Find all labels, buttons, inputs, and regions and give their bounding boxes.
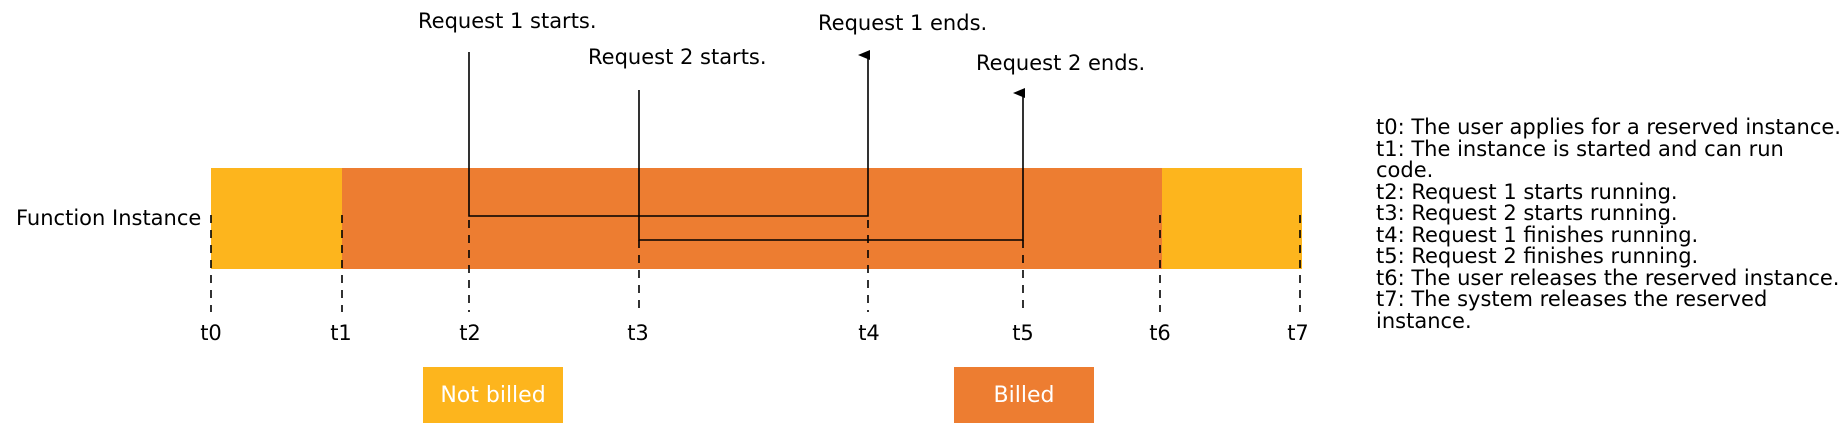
request-2-start-label: Request 2 starts. <box>588 45 767 69</box>
billed-key-label: Billed <box>993 382 1055 408</box>
legend-item-t3: t3: Request 2 starts running. <box>1376 201 1678 225</box>
legend-item-t6: t6: The user releases the reserved insta… <box>1376 265 1840 290</box>
not-billed-segment-end <box>1162 168 1302 269</box>
t6-label: t6 <box>1149 321 1171 345</box>
request-1-start-label: Request 1 starts. <box>418 9 597 33</box>
t4-label: t4 <box>858 321 880 345</box>
request-2-path <box>638 88 1025 241</box>
t0-label: t0 <box>200 321 222 345</box>
billed-segment <box>342 168 1162 269</box>
billed-key: Billed <box>954 367 1094 423</box>
legend-item-t7: t7: The system releases the reserved ins… <box>1376 287 1768 333</box>
t2-label: t2 <box>459 321 481 345</box>
legend-item-t4: t4: Request 1 finishes running. <box>1376 222 1699 247</box>
time-legend: t0: The user applies for a reserved inst… <box>1376 115 1846 333</box>
legend-item-t1: t1: The instance is started and can run … <box>1376 136 1784 182</box>
not-billed-key: Not billed <box>423 367 563 423</box>
function-instance-label: Function Instance <box>16 206 201 230</box>
t1-label: t1 <box>330 321 352 345</box>
t3-label: t3 <box>627 321 649 345</box>
request-2-end-label: Request 2 ends. <box>976 51 1145 75</box>
t7-label: t7 <box>1287 321 1309 345</box>
not-billed-key-label: Not billed <box>440 382 546 408</box>
not-billed-segment-start <box>211 168 342 269</box>
request-1-path <box>468 50 870 217</box>
t5-label: t5 <box>1012 321 1034 345</box>
legend-item-t2: t2: Request 1 starts running. <box>1376 179 1678 204</box>
legend-item-t0: t0: The user applies for a reserved inst… <box>1376 115 1841 139</box>
request-1-end-label: Request 1 ends. <box>818 11 987 35</box>
legend-item-t5: t5: Request 2 finishes running. <box>1376 244 1699 268</box>
